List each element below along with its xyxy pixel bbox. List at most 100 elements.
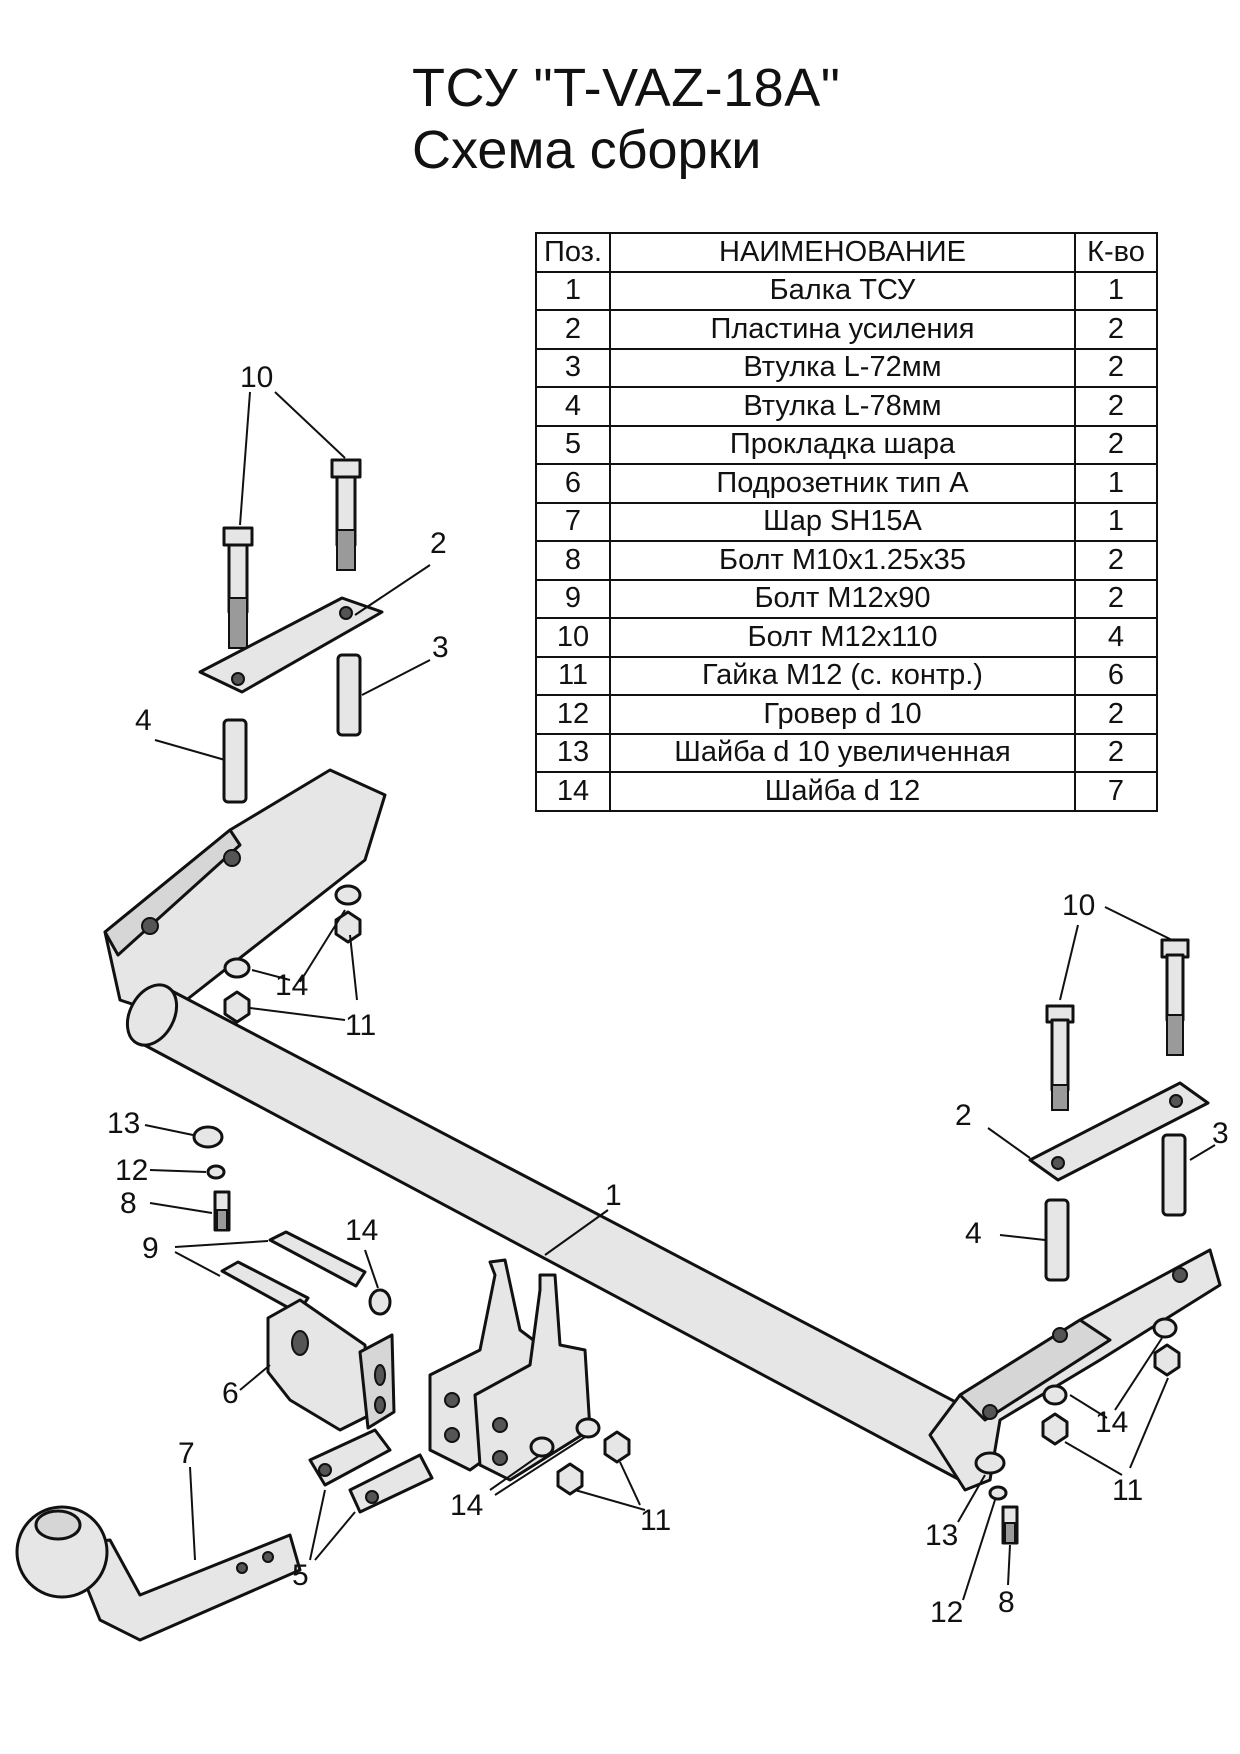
nut-m12 — [556, 1462, 584, 1496]
page-subtitle: Схема сборки — [412, 120, 762, 180]
spring-washer-d10 — [988, 1485, 1008, 1501]
cell-quantity: 6 — [1074, 655, 1158, 696]
washer-d12 — [334, 884, 362, 906]
callout-7: 7 — [178, 1437, 195, 1470]
callout-10: 10 — [1062, 889, 1095, 922]
table-header-row: Поз. НАИМЕНОВАНИЕ К-во — [535, 232, 1158, 273]
callout-5: 5 — [292, 1559, 309, 1592]
cell-quantity: 2 — [1074, 424, 1158, 465]
cell-quantity: 2 — [1074, 540, 1158, 581]
cell-quantity: 2 — [1074, 732, 1158, 773]
washer-d12 — [1042, 1384, 1068, 1406]
callout-8: 8 — [120, 1187, 137, 1220]
washer-d12 — [529, 1436, 555, 1458]
callout-1: 1 — [605, 1179, 622, 1212]
sleeve-l72 — [1161, 1133, 1187, 1217]
cell-name: Гровер d 10 — [609, 694, 1076, 735]
cell-quantity: 2 — [1074, 309, 1158, 350]
callout-12: 12 — [115, 1154, 148, 1187]
callout-10: 10 — [240, 361, 273, 394]
callout-11: 11 — [1112, 1474, 1143, 1507]
reinforcement-plate — [198, 596, 384, 694]
callout-8: 8 — [998, 1586, 1015, 1619]
callout-2: 2 — [955, 1099, 972, 1132]
bolt-m12x110 — [1050, 1018, 1070, 1092]
left-lower-fasteners — [192, 1125, 392, 1316]
bolt-m12x90 — [268, 1230, 367, 1288]
nut-m12 — [603, 1430, 631, 1464]
cell-name: Подрозетник тип А — [609, 463, 1076, 504]
cell-name: Болт М12х110 — [609, 617, 1076, 658]
column-header-name: НАИМЕНОВАНИЕ — [609, 232, 1076, 273]
cell-name: Шайба d 10 увеличенная — [609, 732, 1076, 773]
callout-6: 6 — [222, 1377, 239, 1410]
callout-14: 14 — [345, 1214, 378, 1247]
center-fasteners — [529, 1417, 631, 1496]
washer-d10-enlarged — [974, 1451, 1006, 1475]
callout-3: 3 — [432, 631, 449, 664]
reinforcement-plate — [1028, 1081, 1210, 1182]
cell-position: 10 — [535, 617, 611, 658]
tow-beam — [103, 768, 1222, 1492]
cell-quantity: 1 — [1074, 270, 1158, 311]
column-header-quantity: К-во — [1074, 232, 1158, 273]
cell-position: 14 — [535, 771, 611, 812]
cell-position: 11 — [535, 655, 611, 696]
page-title: ТСУ "T-VAZ-18A" — [412, 58, 841, 118]
cell-name: Шайба d 12 — [609, 771, 1076, 812]
right-fasteners — [974, 1317, 1181, 1545]
sleeve-l78 — [1044, 1198, 1070, 1282]
cell-quantity: 1 — [1074, 463, 1158, 504]
cell-name: Болт М12х90 — [609, 578, 1076, 619]
bolt-m12x110 — [1165, 953, 1185, 1022]
cell-name: Шар SH15A — [609, 501, 1076, 542]
callout-14: 14 — [450, 1489, 483, 1522]
leader-lines — [144, 391, 1216, 1601]
left-upper-hardware — [198, 458, 384, 804]
cell-position: 13 — [535, 732, 611, 773]
tow-ball — [15, 1505, 302, 1642]
washer-d10-enlarged — [192, 1125, 224, 1149]
cell-quantity: 7 — [1074, 771, 1158, 812]
nut-m12 — [1041, 1412, 1069, 1446]
cell-name: Балка ТСУ — [609, 270, 1076, 311]
cell-name: Болт М10х1.25х35 — [609, 540, 1076, 581]
cell-position: 4 — [535, 386, 611, 427]
spring-washer-d10 — [206, 1164, 226, 1180]
ball-spacers — [308, 1428, 434, 1514]
callout-labels: 10 2 3 4 14 11 13 12 8 9 14 6 7 5 14 11 … — [107, 361, 1229, 1629]
cell-quantity: 2 — [1074, 694, 1158, 735]
socket-plate — [266, 1298, 396, 1432]
cell-quantity: 2 — [1074, 386, 1158, 427]
cell-quantity: 1 — [1074, 501, 1158, 542]
nut-m12 — [334, 910, 362, 944]
cell-position: 8 — [535, 540, 611, 581]
sleeve-l78 — [222, 718, 248, 804]
washer-d12 — [368, 1288, 392, 1316]
cell-position: 9 — [535, 578, 611, 619]
callout-13: 13 — [925, 1519, 958, 1552]
nut-m12 — [1153, 1343, 1181, 1377]
nut-m12 — [223, 990, 251, 1024]
cell-position: 5 — [535, 424, 611, 465]
callout-12: 12 — [930, 1596, 963, 1629]
cell-quantity: 2 — [1074, 578, 1158, 619]
callout-11: 11 — [640, 1504, 671, 1537]
cell-position: 3 — [535, 347, 611, 388]
cell-position: 2 — [535, 309, 611, 350]
